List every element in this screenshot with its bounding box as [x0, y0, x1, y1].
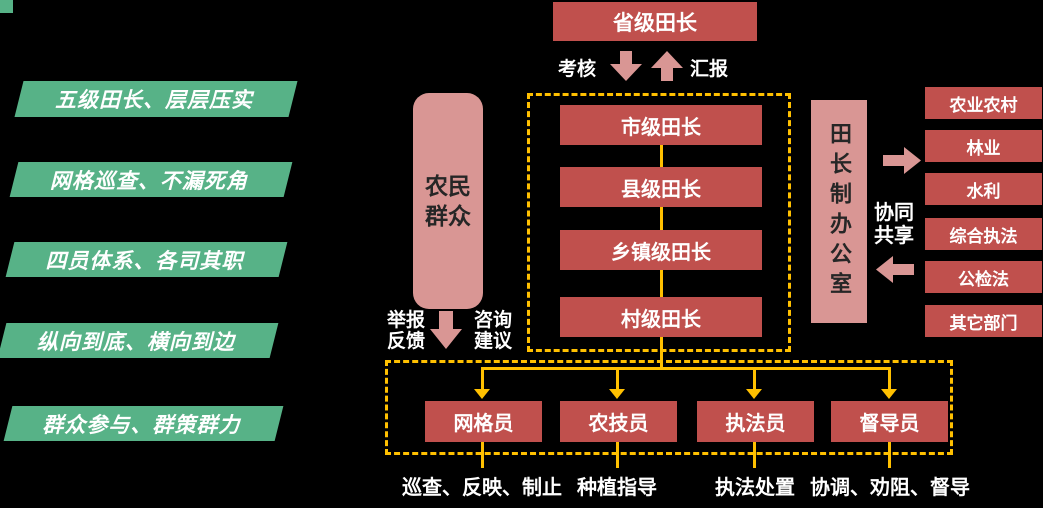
hierarchy-label: 县级田长: [621, 178, 701, 201]
share-label: 协同 共享: [867, 202, 921, 248]
bottom-dashed-frame: [385, 360, 953, 455]
role-box-agrotech-member: 农技员: [560, 401, 677, 442]
banner-label: 五级田长、层层压实: [53, 89, 258, 112]
share-line1: 协同: [874, 202, 914, 224]
role-box-enforcement-member: 执法员: [697, 401, 814, 442]
duty-label-planting: 种植指导: [577, 477, 657, 499]
assess-label: 考核: [557, 59, 596, 80]
role-box-supervision-member: 督导员: [831, 401, 948, 442]
drop-line: [753, 367, 756, 390]
drop-arrowhead-icon: [474, 389, 490, 399]
report-label: 汇报: [689, 59, 728, 80]
consult-label: 咨询 建议: [466, 310, 520, 352]
duty-label-patrol: 巡查、反映、制止: [402, 477, 562, 499]
tail-line: [481, 442, 484, 468]
banner-grid-patrol: 网格巡查、不漏死角: [9, 162, 293, 197]
office-box: 田长制办公室: [811, 100, 867, 323]
banner-mass-participation: 群众参与、群策群力: [3, 406, 284, 441]
banner-five-level: 五级田长、层层压实: [14, 81, 298, 117]
mid-dashed-frame: [527, 93, 791, 352]
banner-label: 纵向到底、横向到边: [35, 330, 240, 354]
role-label: 网格员: [453, 413, 514, 435]
farmers-box: 农民 群众: [413, 93, 483, 309]
banner-four-member: 四员体系、各司其职: [5, 242, 288, 277]
hierarchy-label: 村级田长: [621, 308, 701, 331]
role-label: 执法员: [725, 413, 786, 435]
dept-box-forestry: 林业: [925, 130, 1042, 162]
drop-line: [616, 367, 619, 390]
banner-label: 群众参与、群策群力: [41, 413, 245, 437]
drop-arrowhead-icon: [609, 389, 625, 399]
hierarchy-box-city: 市级田长: [560, 105, 762, 145]
up-block-arrow-icon: [651, 51, 683, 81]
drop-arrowhead-icon: [881, 389, 897, 399]
office-label: 田长制办公室: [827, 121, 852, 302]
province-chief-label: 省级田长: [613, 11, 697, 35]
tail-line: [753, 442, 756, 468]
dept-box-enforcement: 综合执法: [925, 218, 1042, 250]
consult-line2: 建议: [473, 331, 512, 352]
hierarchy-box-county: 县级田长: [560, 167, 762, 207]
banner-label: 网格巡查、不漏死角: [48, 169, 253, 193]
banner-vertical-horizontal: 纵向到底、横向到边: [0, 323, 279, 358]
left-block-arrow-icon: [876, 256, 914, 283]
connector-line: [660, 270, 663, 297]
dept-box-water: 水利: [925, 173, 1042, 205]
connector-line: [660, 207, 663, 230]
dept-label: 其它部门: [949, 313, 1018, 333]
green-corner-square: [0, 0, 13, 13]
share-line2: 共享: [874, 225, 914, 247]
role-label: 农技员: [588, 413, 649, 435]
drop-line: [481, 367, 484, 390]
dept-label: 综合执法: [949, 226, 1018, 246]
feedback-label: 举报 反馈: [379, 310, 433, 352]
banner-label: 四员体系、各司其职: [44, 249, 248, 273]
connector-line: [660, 337, 663, 370]
province-chief-box: 省级田长: [553, 2, 757, 41]
dept-box-agriculture: 农业农村: [925, 87, 1042, 119]
hierarchy-label: 市级田长: [621, 116, 701, 139]
hierarchy-label: 乡镇级田长: [611, 241, 711, 264]
tail-line: [616, 442, 619, 468]
duty-label-enforcement: 执法处置: [715, 477, 795, 499]
feedback-down-arrow-icon: [430, 311, 462, 349]
dept-label: 公检法: [958, 269, 1009, 289]
dept-label: 农业农村: [949, 95, 1018, 115]
drop-arrowhead-icon: [746, 389, 762, 399]
tail-line: [888, 442, 891, 468]
farmers-label-line2: 群众: [425, 203, 471, 229]
down-block-arrow-icon: [610, 51, 642, 81]
dept-label: 林业: [966, 138, 1001, 158]
dept-label: 水利: [966, 181, 1001, 201]
role-label: 督导员: [859, 413, 920, 435]
drop-line: [888, 367, 891, 390]
farmers-label-line1: 农民: [425, 173, 471, 199]
consult-line1: 咨询: [473, 310, 512, 331]
distributor-line: [481, 367, 891, 370]
dept-box-justice: 公检法: [925, 261, 1042, 293]
hierarchy-box-village: 村级田长: [560, 297, 762, 337]
duty-label-coordination: 协调、劝阻、督导: [810, 477, 970, 499]
feedback-line1: 举报: [386, 310, 425, 331]
role-box-grid-member: 网格员: [425, 401, 542, 442]
hierarchy-box-township: 乡镇级田长: [560, 230, 762, 270]
dept-box-others: 其它部门: [925, 305, 1042, 337]
connector-line: [660, 145, 663, 167]
right-block-arrow-icon: [883, 147, 921, 174]
feedback-line2: 反馈: [386, 331, 425, 352]
